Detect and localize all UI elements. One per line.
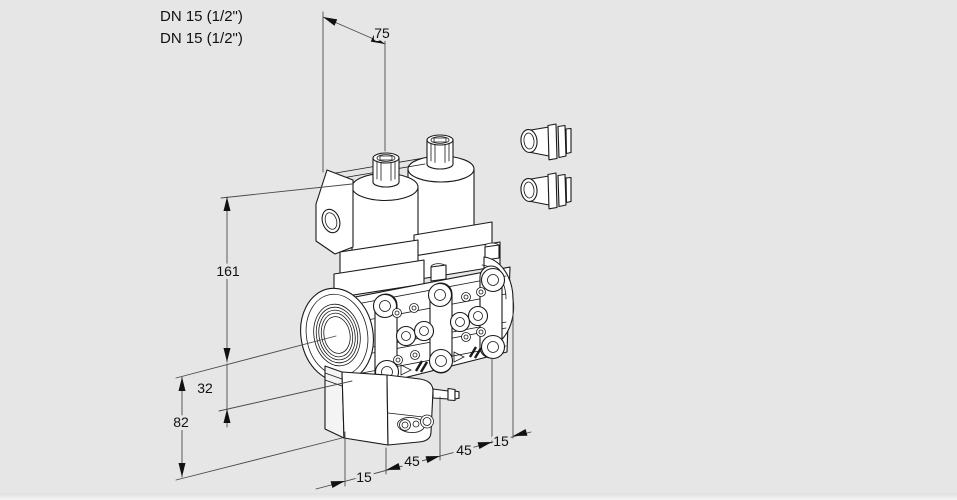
- flow-direction-arrows: [400, 351, 465, 376]
- pressure-nipple: [432, 387, 460, 402]
- port-size-labels: DN 15 (1/2") DN 15 (1/2"): [160, 8, 243, 47]
- actuator-bottom-box: [324, 365, 460, 446]
- page-bottom-edge: [0, 493, 957, 500]
- dimension-82: 82: [170, 376, 343, 481]
- test-point-screws: [392, 287, 486, 365]
- flange-bolts: [372, 267, 506, 385]
- inlet-port-flange: [300, 287, 374, 383]
- dim-label-chain-45a: 45: [404, 453, 420, 469]
- coil-base-plates: [333, 221, 501, 299]
- dim-label-chain-15a: 15: [356, 469, 372, 485]
- dim-label-chain-45b: 45: [456, 442, 472, 458]
- dimension-chain: 15 45 45 15: [315, 301, 532, 490]
- cable-gland-top: [520, 123, 572, 161]
- dim-label-32: 32: [197, 380, 213, 396]
- seat-plugs: [395, 305, 489, 347]
- dimension-32: 32: [194, 363, 353, 428]
- dim-label-75: 75: [374, 25, 390, 41]
- dimension-161: 161: [175, 183, 353, 379]
- seal-marks: [414, 346, 483, 373]
- coil-cap-right: [426, 134, 454, 170]
- port-label-line2: DN 15 (1/2"): [160, 30, 243, 47]
- coil-cap-left: [372, 152, 400, 188]
- port-label-line1: DN 15 (1/2"): [160, 8, 243, 25]
- dim-label-82: 82: [173, 414, 189, 430]
- cable-gland-bottom: [520, 172, 572, 210]
- dim-label-161: 161: [216, 263, 240, 279]
- valve-assembly: [300, 134, 515, 446]
- mounting-bracket: [315, 169, 354, 255]
- dim-label-chain-15b: 15: [493, 433, 509, 449]
- dimension-75: 75: [322, 11, 393, 173]
